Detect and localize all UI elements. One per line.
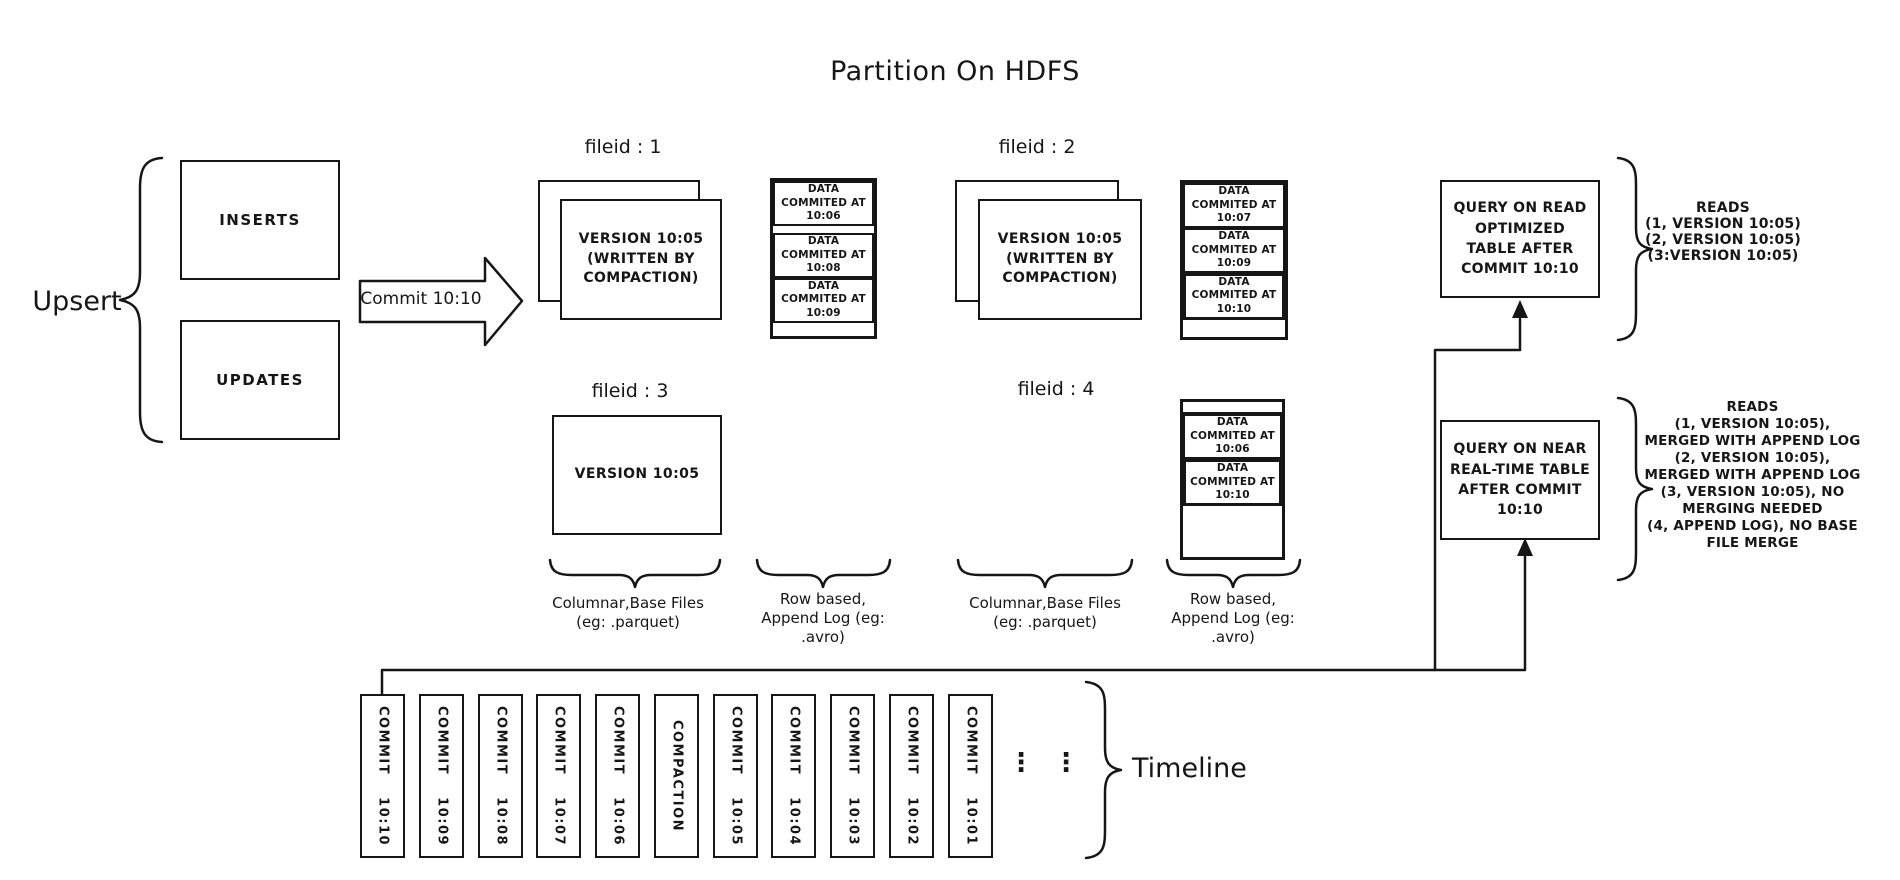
reads-near-realtime: READS (1, VERSION 10:05), MERGED WITH AP… (1640, 399, 1865, 552)
timeline-commit-1005: COMMIT 10:05 (713, 694, 758, 858)
upsert-brace (118, 156, 164, 444)
log-entry: DATA COMMITED AT 10:09 (1183, 227, 1285, 273)
fileid-4-append-log: DATA COMMITED AT 10:06 DATA COMMITED AT … (1180, 399, 1285, 560)
fileid-1-label: fileid : 1 (584, 136, 662, 158)
page-title: Partition On HDFS (830, 56, 1080, 87)
log-strip (1183, 402, 1282, 414)
reads-line: (4, APPEND LOG), NO BASE (1647, 518, 1858, 534)
underbrace-columnar-2 (956, 558, 1134, 589)
columnar-label-1: Columnar,Base Files (eg: .parquet) (548, 594, 708, 632)
reads-line: (1, VERSION 10:05), (1674, 416, 1831, 432)
log-entry: DATA COMMITED AT 10:06 (773, 181, 874, 226)
reads-read-optimized: READS (1, VERSION 10:05) (2, VERSION 10:… (1628, 200, 1818, 264)
timeline-commit-1001: COMMIT 10:01 (948, 694, 993, 858)
log-entry: DATA COMMITED AT 10:10 (1183, 458, 1282, 506)
timeline-brace (1084, 680, 1123, 860)
timeline-label: Timeline (1132, 753, 1247, 784)
upsert-label: Upsert (32, 286, 122, 317)
columnar-label-line1: Columnar,Base Files (552, 594, 704, 612)
log-entry: DATA COMMITED AT 10:09 (773, 277, 874, 323)
log-entry: DATA COMMITED AT 10:10 (1183, 272, 1285, 320)
fileid-4-label: fileid : 4 (1017, 378, 1095, 400)
columnar-label-line2: (eg: .parquet) (993, 612, 1097, 631)
connector-near-realtime (380, 546, 1527, 696)
log-entry: DATA COMMITED AT 10:08 (773, 232, 874, 278)
reads-line: READS (1696, 200, 1750, 216)
inserts-box: INSERTS (180, 160, 340, 280)
query-read-optimized-box: QUERY ON READ OPTIMIZED TABLE AFTER COMM… (1440, 180, 1600, 298)
rowbased-label-line1: Row based, (1189, 590, 1276, 608)
timeline-commit-1003: COMMIT 10:03 (830, 694, 875, 858)
rowbased-label-line2: Append Log (eg: (761, 608, 885, 627)
timeline-commit-1008: COMMIT 10:08 (478, 694, 523, 858)
fileid-1-append-log: DATA COMMITED AT 10:06 DATA COMMITED AT … (770, 178, 877, 339)
reads-line: MERGED WITH APPEND LOG (1644, 467, 1861, 483)
rowbased-label-line3: .avro) (1211, 627, 1255, 646)
fileid-3-base-file: VERSION 10:05 (552, 415, 722, 535)
reads-line: READS (1726, 399, 1779, 415)
fileid-1-base-file: VERSION 10:05 (WRITTEN BY COMPACTION) (560, 199, 722, 320)
reads-brace-2 (1616, 396, 1654, 582)
timeline-commit-1010: COMMIT 10:10 (360, 694, 405, 858)
underbrace-rowbased-2 (1165, 558, 1302, 589)
columnar-label-line2: (eg: .parquet) (576, 612, 680, 631)
fileid-3-label: fileid : 3 (591, 380, 669, 402)
rowbased-label-1: Row based, Append Log (eg: .avro) (748, 590, 898, 646)
updates-box: UPDATES (180, 320, 340, 440)
commit-arrow-label: Commit 10:10 (360, 289, 482, 309)
reads-line: MERGED WITH APPEND LOG (1644, 433, 1861, 449)
rowbased-label-2: Row based, Append Log (eg: .avro) (1158, 590, 1308, 646)
reads-line: (1, VERSION 10:05) (1645, 216, 1801, 232)
timeline-commit-1006: COMMIT 10:06 (595, 694, 640, 858)
log-gap (773, 226, 874, 233)
arrowhead-read-optimized (1512, 300, 1528, 318)
commit-arrow-shape (358, 256, 524, 347)
rowbased-label-line2: Append Log (eg: (1171, 608, 1295, 627)
timeline-commit-1002: COMMIT 10:02 (889, 694, 934, 858)
underbrace-rowbased-1 (755, 558, 892, 589)
timeline-commit-1009: COMMIT 10:09 (419, 694, 464, 858)
arrowhead-near-realtime (1517, 538, 1533, 556)
reads-line: MERGING NEEDED (1682, 501, 1823, 517)
reads-line: (2, VERSION 10:05) (1645, 232, 1801, 248)
timeline-commit-1004: COMMIT 10:04 (771, 694, 816, 858)
fileid-2-base-file: VERSION 10:05 (WRITTEN BY COMPACTION) (978, 199, 1142, 320)
timeline-ellipsis-2: ⋮ (1053, 748, 1079, 778)
timeline-ellipsis-1: ⋮ (1008, 748, 1034, 778)
reads-line: (3, VERSION 10:05), NO (1660, 484, 1845, 500)
rowbased-label-line1: Row based, (779, 590, 866, 608)
timeline-compaction: COMPACTION (654, 694, 699, 858)
columnar-label-line1: Columnar,Base Files (969, 594, 1121, 612)
query-near-realtime-box: QUERY ON NEAR REAL-TIME TABLE AFTER COMM… (1440, 420, 1600, 540)
underbrace-columnar-1 (548, 558, 722, 589)
reads-line: (3:VERSION 10:05) (1647, 248, 1799, 264)
fileid-2-label: fileid : 2 (998, 136, 1076, 158)
reads-line: (2, VERSION 10:05), (1674, 450, 1831, 466)
columnar-label-2: Columnar,Base Files (eg: .parquet) (965, 594, 1125, 632)
rowbased-label-line3: .avro) (801, 627, 845, 646)
log-entry: DATA COMMITED AT 10:06 (1183, 414, 1282, 459)
fileid-2-append-log: DATA COMMITED AT 10:07 DATA COMMITED AT … (1180, 180, 1288, 340)
reads-brace-1 (1616, 156, 1654, 342)
timeline-commit-1007: COMMIT 10:07 (536, 694, 581, 858)
reads-line: FILE MERGE (1706, 535, 1799, 551)
log-entry: DATA COMMITED AT 10:07 (1183, 183, 1285, 228)
connector-read-optimized (1433, 310, 1522, 672)
